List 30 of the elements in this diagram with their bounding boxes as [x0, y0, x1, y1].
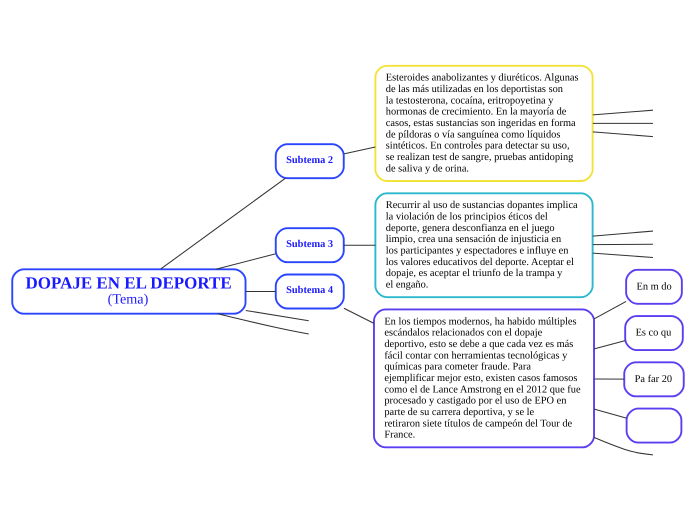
connector — [592, 230, 654, 236]
connector — [246, 290, 276, 292]
node-box: Pa far 20 — [623, 360, 685, 397]
connector — [218, 312, 309, 334]
connector — [594, 300, 626, 319]
node-box: Recurrir al uso de sustancias dopantes implica la violación de los principios éticos del deporte, genera desconfianza en el juego limpio, crea una sensación de injusticia en los participantes y espectadores e influye en los valores educativos del deporte. Aceptar el dopaje, es aceptar el triunfo de la trampa y el engaño. — [374, 192, 594, 298]
node-box: En los tiempos modernos, ha habido múltiples escándalos relacionados con el dopaje deportivo, esto se debe a que cada vez es más fácil contar con herramientas tecnológicas y químicas para cometer fraude. Para ejemplificar mejor esto, existen casos famosos como el de Lance Amstrong en el 2012 que fue procesado y castigado por el uso de EPO en parte de su carrera deportiva, y se le retiraron siete títulos de campeón del Tour de France. — [373, 308, 595, 448]
connector — [344, 307, 374, 324]
connector — [594, 340, 626, 349]
connector — [592, 109, 654, 115]
node-box: DOPAJE EN EL DEPORTE (Tema) — [11, 268, 246, 314]
node-box: Esteroides anabolizantes y diuréticos. Algunas de las más utilizadas en los deportistas son la testosterona, cocaína, eritropoyetina y hormonas de crecimiento. En la mayoría de casos, estas sustancias son ingeridas en forma de píldoras o vía sanguínea como líquidos sintéticos. En controles para detectar su uso, se realizan test de sangre, pruebas antidoping de saliva y de orina. — [374, 64, 594, 182]
connector — [344, 146, 376, 154]
connector — [594, 408, 627, 418]
node-box — [626, 407, 682, 444]
node-box: En m do — [625, 268, 683, 304]
connector — [246, 309, 309, 321]
node-box: Subtema 3 — [274, 226, 345, 263]
connector — [344, 244, 376, 246]
connector — [594, 436, 654, 455]
node-box: Subtema 4 — [274, 273, 345, 309]
connector — [592, 122, 653, 124]
connector — [592, 130, 654, 137]
connector — [594, 378, 624, 380]
connector — [592, 252, 654, 258]
connector — [592, 243, 653, 245]
connector — [216, 252, 276, 270]
node-box: Es co qu — [624, 314, 684, 350]
node-box: Subtema 2 — [274, 142, 345, 179]
connector — [160, 177, 286, 270]
